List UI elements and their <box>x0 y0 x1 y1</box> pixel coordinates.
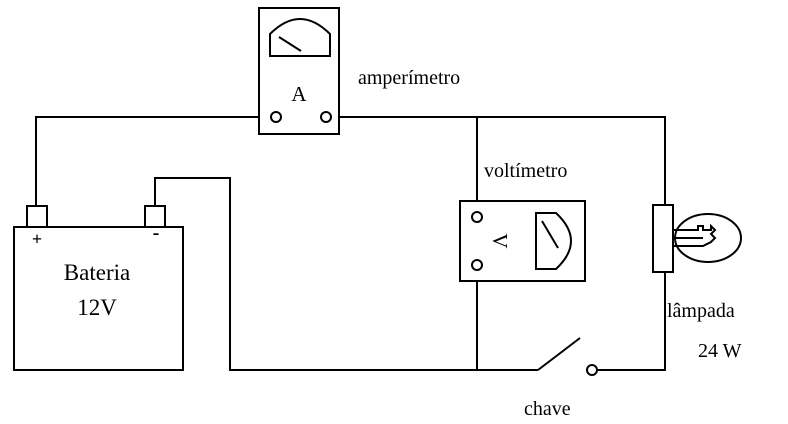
battery-terminal-minus <box>144 205 166 228</box>
battery-minus-sign: - <box>153 222 160 244</box>
battery-plus-sign: + <box>32 229 42 249</box>
ammeter-label: amperímetro <box>358 67 460 89</box>
battery: + - Bateria 12V <box>13 205 184 371</box>
battery-terminal-plus <box>26 205 48 228</box>
lamp-power-label: 24 W <box>698 340 742 362</box>
wire-battery-minus-return <box>154 177 538 371</box>
lamp-filament-icon <box>673 223 717 247</box>
battery-voltage-label: 12V <box>77 295 117 320</box>
voltmeter-needle-icon <box>541 220 559 249</box>
lamp-base <box>652 204 674 273</box>
switch-label: chave <box>524 398 571 420</box>
ammeter-gauge-icon <box>269 18 331 57</box>
voltmeter-label: voltímetro <box>484 160 567 182</box>
wire-switch-to-lamp <box>596 272 666 371</box>
ammeter: A <box>258 7 340 135</box>
circuit-wires <box>35 116 666 371</box>
ammeter-terminal-left <box>270 111 282 123</box>
switch <box>537 337 598 376</box>
ammeter-terminal-right <box>320 111 332 123</box>
battery-body <box>13 226 184 371</box>
battery-name-label: Bateria <box>64 260 130 285</box>
voltmeter-terminal-top <box>471 211 483 223</box>
ammeter-symbol: A <box>291 82 307 106</box>
voltmeter: V <box>459 200 586 282</box>
voltmeter-symbol: V <box>488 233 512 248</box>
voltmeter-terminal-bottom <box>471 259 483 271</box>
switch-contact <box>586 364 598 376</box>
wire-battery-plus-to-ammeter <box>35 116 276 212</box>
wire-ammeter-to-lamp <box>326 116 666 205</box>
lamp-name-label: lâmpada <box>667 300 735 322</box>
lamp <box>652 204 742 273</box>
ammeter-needle-icon <box>278 36 302 52</box>
switch-lever <box>537 337 581 371</box>
